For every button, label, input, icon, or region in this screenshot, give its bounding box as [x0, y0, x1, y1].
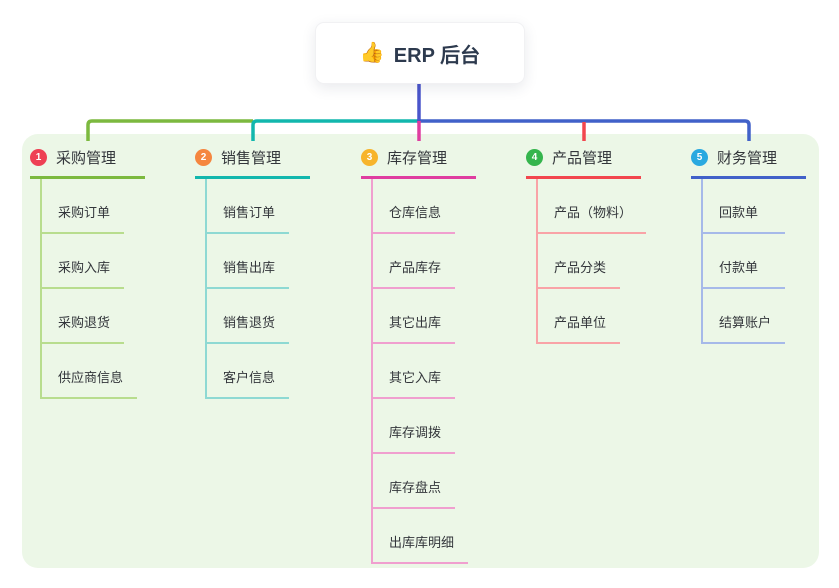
mindmap-node[interactable]: 付款单 [701, 257, 785, 289]
mindmap-node[interactable]: 产品分类 [536, 257, 621, 289]
branch-header-1[interactable]: 1 采购管理 [30, 147, 145, 179]
mindmap-node[interactable]: 库存盘点 [371, 477, 456, 509]
child-row: 采购订单 [40, 179, 188, 234]
branch-label: 采购管理 [56, 150, 117, 167]
child-row: 仓库信息 [371, 179, 519, 234]
branch-children: 产品（物料） 产品分类产品单位 [536, 179, 684, 344]
branch-header-4[interactable]: 4 产品管理 [526, 147, 641, 179]
branches-background-panel [22, 134, 819, 568]
child-row: 产品单位 [536, 289, 684, 344]
branch-header-2[interactable]: 2 销售管理 [195, 147, 310, 179]
mindmap-node[interactable]: 回款单 [701, 202, 785, 234]
child-row: 付款单 [701, 234, 839, 289]
branch-header-5[interactable]: 5 财务管理 [691, 147, 806, 179]
child-row: 采购退货 [40, 289, 188, 344]
child-row: 销售出库 [205, 234, 353, 289]
mindmap-node[interactable]: 仓库信息 [371, 202, 456, 234]
mindmap-node[interactable]: 供应商信息 [40, 367, 138, 399]
mindmap-node[interactable]: 采购入库 [40, 257, 125, 289]
child-row: 销售订单 [205, 179, 353, 234]
branch-number-badge: 3 [361, 149, 378, 166]
child-row: 产品分类 [536, 234, 684, 289]
branch-number-badge: 4 [526, 149, 543, 166]
child-row: 库存调拨 [371, 399, 519, 454]
mindmap-node[interactable]: 结算账户 [701, 312, 786, 344]
branch-children: 仓库信息产品库存其它出库其它入库库存调拨库存盘点出库库明细 [371, 179, 519, 564]
child-row: 出库库明细 [371, 509, 519, 564]
root-node-title: ERP 后台 [393, 44, 481, 67]
child-connector-line [205, 179, 207, 399]
mindmap-node[interactable]: 客户信息 [205, 367, 290, 399]
mindmap-node[interactable]: 其它入库 [371, 367, 456, 399]
child-row: 其它入库 [371, 344, 519, 399]
branch-header-3[interactable]: 3 库存管理 [361, 147, 476, 179]
child-connector-line [40, 179, 42, 399]
branch-label: 财务管理 [717, 150, 778, 167]
child-row: 回款单 [701, 179, 839, 234]
thumbs-up-icon: 👍 [359, 42, 385, 64]
branch-5: 5 财务管理回款单付款单结算账户 [691, 147, 839, 344]
branch-children: 回款单付款单结算账户 [701, 179, 839, 344]
child-row: 结算账户 [701, 289, 839, 344]
branch-number-badge: 5 [691, 149, 708, 166]
child-connector-line [536, 179, 538, 344]
child-row: 其它出库 [371, 289, 519, 344]
child-row: 销售退货 [205, 289, 353, 344]
branch-label: 销售管理 [221, 150, 282, 167]
branch-3: 3 库存管理仓库信息产品库存其它出库其它入库库存调拨库存盘点出库库明细 [361, 147, 519, 564]
child-connector-line [701, 179, 703, 344]
child-row: 库存盘点 [371, 454, 519, 509]
child-row: 产品库存 [371, 234, 519, 289]
mindmap-node[interactable]: 销售订单 [205, 202, 290, 234]
mindmap-node[interactable]: 出库库明细 [371, 532, 469, 564]
mindmap-node[interactable]: 库存调拨 [371, 422, 456, 454]
branch-4: 4 产品管理产品（物料） 产品分类产品单位 [526, 147, 684, 344]
child-row: 采购入库 [40, 234, 188, 289]
child-row: 客户信息 [205, 344, 353, 399]
mindmap-node[interactable]: 其它出库 [371, 312, 456, 344]
mindmap-node[interactable]: 采购退货 [40, 312, 125, 344]
mindmap-node[interactable]: 销售出库 [205, 257, 290, 289]
mindmap-node[interactable]: 采购订单 [40, 202, 125, 234]
branch-1: 1 采购管理采购订单采购入库采购退货供应商信息 [30, 147, 188, 399]
mindmap-node[interactable]: 产品（物料） [536, 202, 647, 234]
branch-number-badge: 2 [195, 149, 212, 166]
branch-2: 2 销售管理销售订单销售出库销售退货客户信息 [195, 147, 353, 399]
mindmap-node[interactable]: 产品库存 [371, 257, 456, 289]
child-row: 供应商信息 [40, 344, 188, 399]
mindmap-node[interactable]: 销售退货 [205, 312, 290, 344]
child-connector-line [371, 179, 373, 564]
mindmap-node[interactable]: 产品单位 [536, 312, 621, 344]
branch-label: 产品管理 [552, 150, 613, 167]
branch-children: 采购订单采购入库采购退货供应商信息 [40, 179, 188, 399]
branch-children: 销售订单销售出库销售退货客户信息 [205, 179, 353, 399]
root-node-erp[interactable]: 👍 ERP 后台 [315, 22, 525, 84]
branch-label: 库存管理 [387, 150, 448, 167]
child-row: 产品（物料） [536, 179, 684, 234]
branch-number-badge: 1 [30, 149, 47, 166]
